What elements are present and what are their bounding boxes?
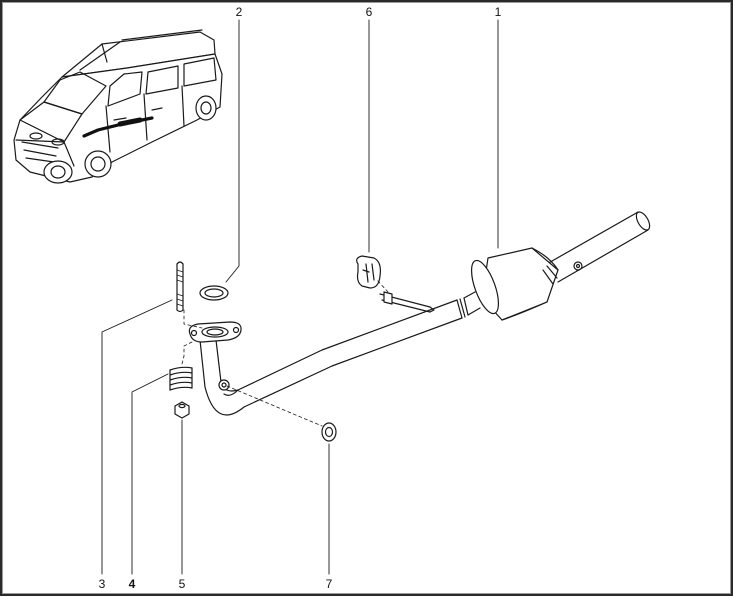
callout-4: 4 bbox=[128, 577, 136, 591]
gasket-ring bbox=[199, 285, 229, 301]
vehicle-illustration bbox=[13, 29, 223, 184]
bush-washer bbox=[321, 422, 337, 442]
callout-3: 3 bbox=[98, 577, 106, 591]
alignment-dashes bbox=[181, 279, 389, 427]
exhaust-flange bbox=[188, 321, 242, 343]
callout-2: 2 bbox=[235, 5, 243, 19]
rubber-mount bbox=[356, 255, 435, 313]
callout-6: 6 bbox=[365, 5, 373, 19]
callout-5: 5 bbox=[178, 577, 186, 591]
callout-1: 1 bbox=[494, 5, 502, 19]
callout-7: 7 bbox=[325, 577, 333, 591]
stud-bolt bbox=[176, 261, 184, 313]
spring bbox=[169, 366, 193, 391]
exhaust-pipe-assembly bbox=[199, 211, 651, 416]
leader-lines bbox=[101, 19, 499, 575]
flange-nut bbox=[174, 401, 190, 419]
